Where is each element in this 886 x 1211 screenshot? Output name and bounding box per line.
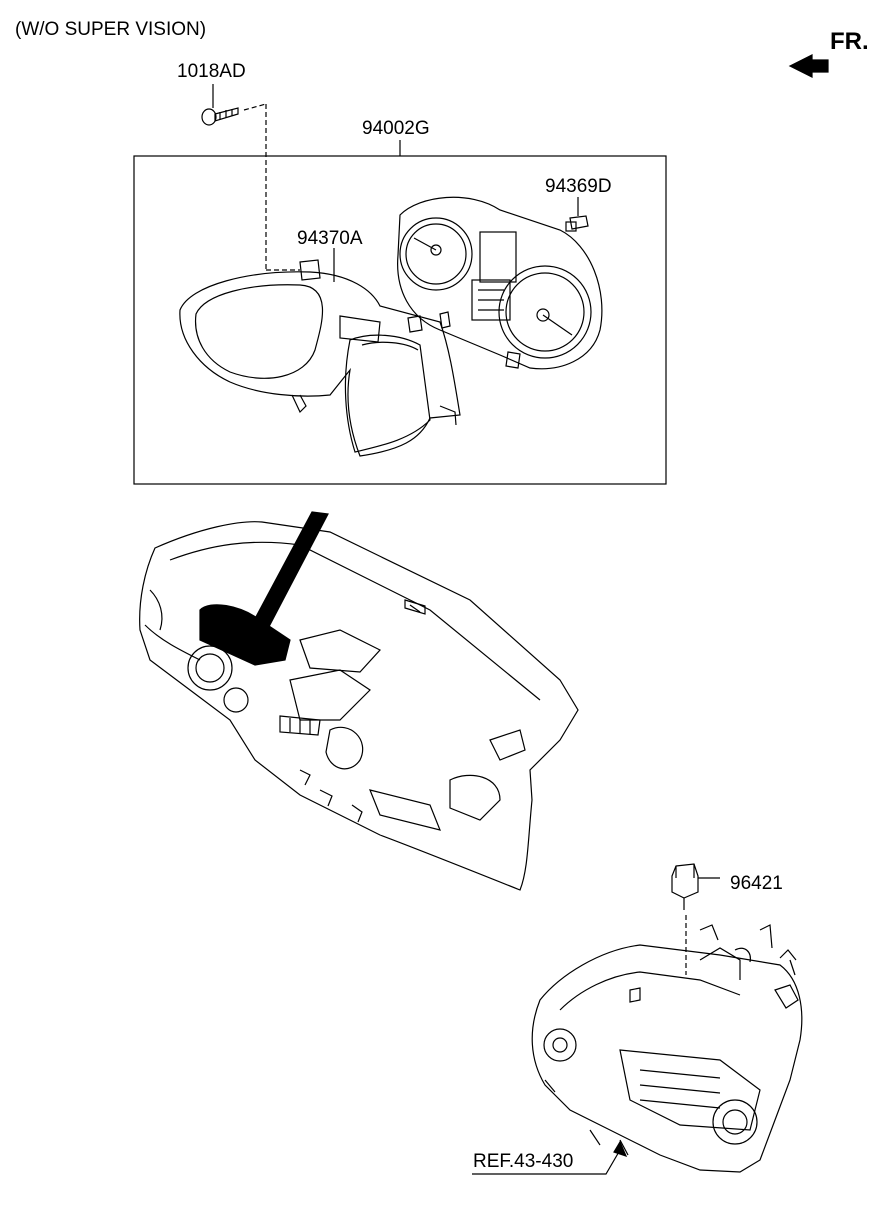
part-label-transaxle-ref: REF.43-430 (473, 1151, 574, 1172)
part-label-cluster-housing: 94370A (297, 228, 363, 249)
arrow-left-icon (788, 54, 829, 78)
bulb-icon (565, 197, 589, 232)
speed-sensor-icon (671, 863, 720, 975)
screw-icon (201, 84, 300, 271)
transaxle-drawing (531, 924, 803, 1173)
cluster-housing-drawing (179, 248, 461, 457)
part-label-bulb: 94369D (545, 176, 612, 197)
part-label-cluster-assembly: 94002G (362, 118, 430, 139)
variant-note: (W/O SUPER VISION) (15, 19, 207, 40)
direction-label: FR. (830, 28, 869, 55)
ref-arrowhead-icon (613, 1140, 628, 1157)
dashboard-drawing (139, 521, 579, 891)
part-label-speed-sensor: 96421 (730, 873, 783, 894)
cluster-assembly-box (133, 155, 667, 485)
ref-leader-line (472, 1149, 621, 1175)
gauge-cluster-drawing (397, 196, 603, 370)
part-label-screw: 1018AD (177, 61, 246, 82)
